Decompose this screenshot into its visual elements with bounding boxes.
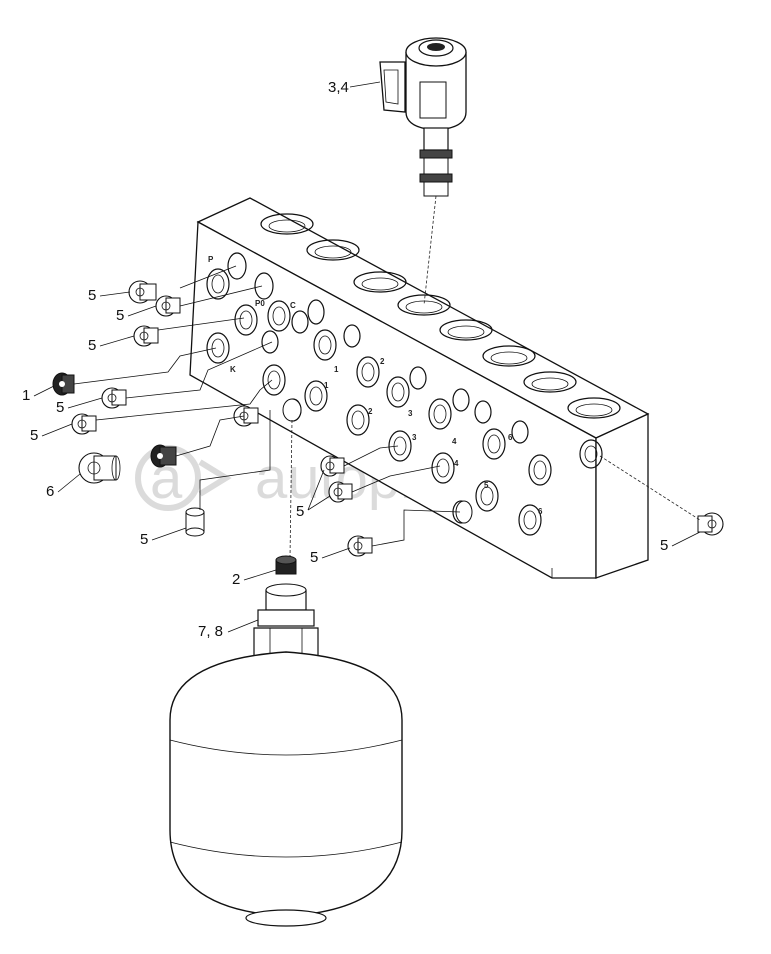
callout-3-4: 3,4 <box>328 79 349 96</box>
plug-h <box>328 481 353 503</box>
callout-5i: 5 <box>660 537 668 554</box>
svg-text:4: 4 <box>452 437 457 446</box>
svg-text:1: 1 <box>324 381 329 390</box>
svg-text:6: 6 <box>508 433 513 442</box>
valve-block: P P0 C K 1 1 2 2 3 3 4 4 5 6 6 <box>189 197 650 579</box>
plug-f <box>233 405 259 427</box>
plug-c <box>133 325 159 347</box>
plug-a <box>128 280 157 304</box>
plug-i <box>347 535 373 557</box>
svg-text:C: C <box>290 301 296 310</box>
svg-text:4: 4 <box>454 459 459 468</box>
callout-5e: 5 <box>30 427 38 444</box>
callout-1: 1 <box>22 387 30 404</box>
plug-j <box>185 507 205 537</box>
solenoid-valve <box>379 37 467 197</box>
svg-text:3: 3 <box>412 433 417 442</box>
assembly-lines <box>73 265 701 559</box>
callout-5f: 5 <box>140 531 148 548</box>
callouts: 3,4 5 5 5 1 5 5 6 5 5 5 2 7, 8 5 <box>22 79 701 640</box>
callout-2: 2 <box>232 571 240 588</box>
plug-d <box>101 387 127 409</box>
svg-text:P: P <box>208 255 214 264</box>
svg-text:2: 2 <box>368 407 373 416</box>
nut-1 <box>52 372 75 396</box>
top-bores <box>260 213 621 419</box>
callout-5h: 5 <box>310 549 318 566</box>
accumulator <box>169 583 403 927</box>
svg-text:1: 1 <box>334 365 339 374</box>
front-ports <box>206 252 552 536</box>
plug-b <box>155 295 181 317</box>
svg-text:6: 6 <box>538 507 543 516</box>
plug-6 <box>78 452 121 484</box>
fitting-2 <box>275 555 297 575</box>
callout-5a: 5 <box>88 287 96 304</box>
svg-text:K: K <box>230 365 236 374</box>
plug-k <box>697 512 724 536</box>
callout-5d: 5 <box>56 399 64 416</box>
port-labels: P P0 C K 1 1 2 2 3 3 4 4 5 6 6 <box>208 255 543 516</box>
callout-5b: 5 <box>116 307 124 324</box>
callout-6: 6 <box>46 483 54 500</box>
svg-text:3: 3 <box>408 409 413 418</box>
svg-text:2: 2 <box>380 357 385 366</box>
plug-e <box>71 413 97 435</box>
svg-text:5: 5 <box>484 481 489 490</box>
callout-5g: 5 <box>296 503 304 520</box>
callout-5c: 5 <box>88 337 96 354</box>
nut-6 <box>150 444 177 468</box>
plug-g <box>320 455 345 477</box>
callout-7-8: 7, 8 <box>198 623 223 640</box>
svg-text:P0: P0 <box>255 299 265 308</box>
